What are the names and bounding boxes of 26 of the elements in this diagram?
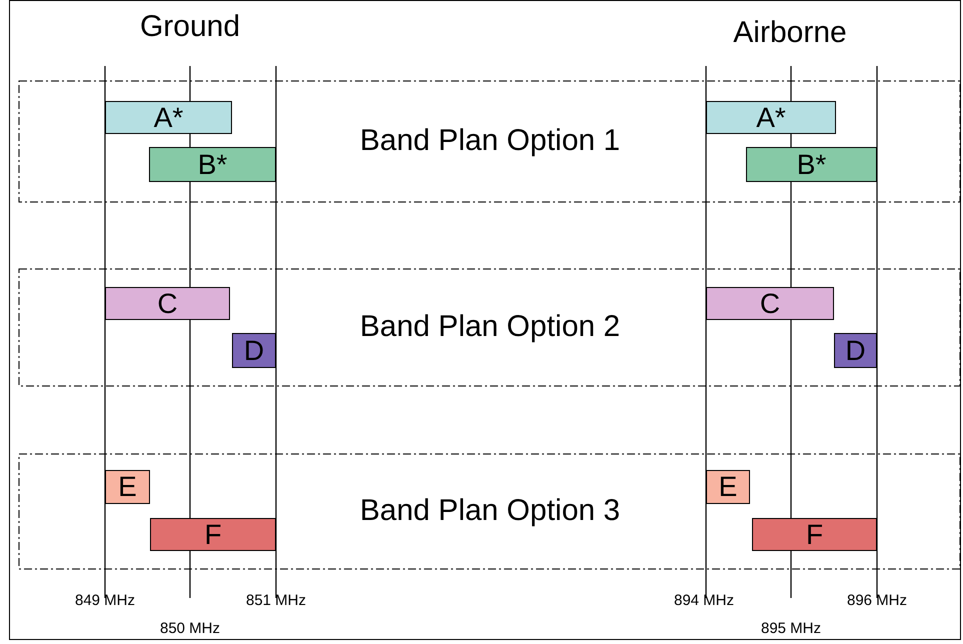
- frequency-label: 850 MHz: [160, 620, 220, 637]
- frequency-band-bar: B*: [149, 147, 276, 182]
- option-title: Band Plan Option 1: [360, 124, 620, 158]
- frequency-band-bar: E: [105, 470, 150, 504]
- band-plan-frame: [18, 268, 961, 387]
- frequency-band-bar: B*: [746, 147, 877, 182]
- frequency-label: 894 MHz: [674, 592, 734, 609]
- frequency-band-bar: C: [706, 287, 834, 320]
- frequency-band-bar: F: [752, 518, 877, 551]
- frequency-band-bar: D: [232, 333, 276, 368]
- frequency-band-bar: D: [834, 333, 877, 368]
- frequency-band-bar: A*: [706, 101, 836, 134]
- frequency-band-bar: E: [706, 470, 750, 504]
- column-heading: Ground: [140, 10, 240, 44]
- frequency-label: 851 MHz: [246, 592, 306, 609]
- column-heading: Airborne: [733, 16, 847, 50]
- frequency-band-bar: F: [150, 518, 276, 551]
- option-title: Band Plan Option 2: [360, 310, 620, 344]
- frequency-label: 896 MHz: [846, 592, 908, 609]
- frequency-label: 849 MHz: [74, 592, 136, 609]
- frequency-band-bar: C: [105, 287, 230, 320]
- frequency-label: 895 MHz: [760, 620, 822, 637]
- frequency-band-bar: A*: [105, 101, 232, 134]
- band-plan-frame: [18, 80, 961, 203]
- band-plan-frame: [18, 453, 961, 570]
- option-title: Band Plan Option 3: [360, 494, 620, 528]
